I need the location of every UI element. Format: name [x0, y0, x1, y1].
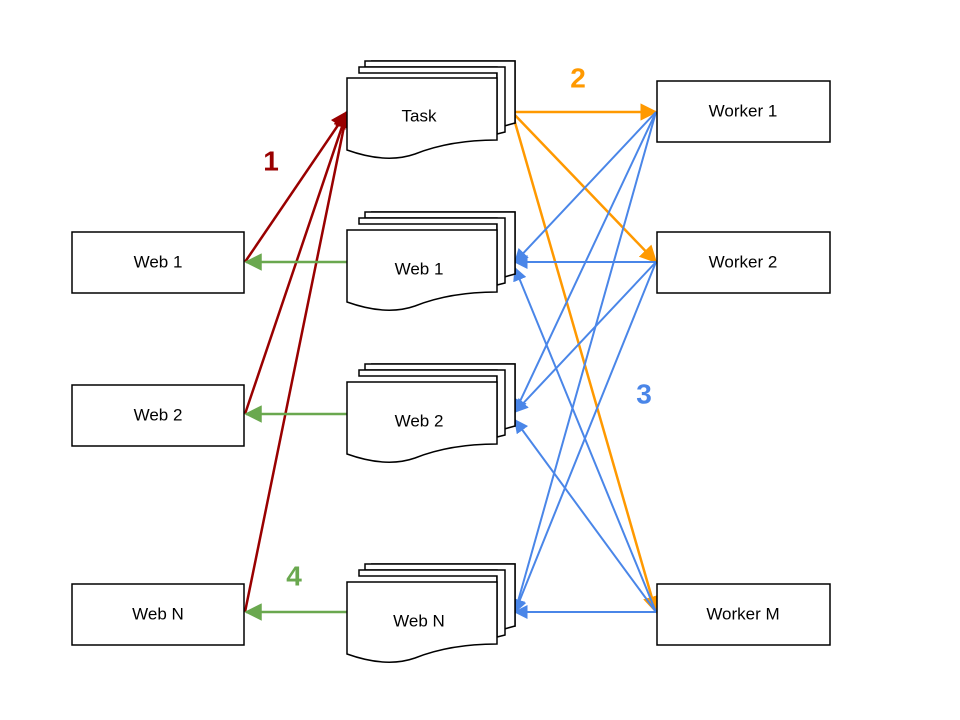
- queue-webn[interactable]: Web N: [346, 563, 516, 663]
- step-label-3: 3: [636, 378, 652, 409]
- queue-label: Web N: [393, 611, 445, 630]
- arrow-worker1-to-webnq: [511, 111, 657, 614]
- worker-1[interactable]: Worker 1: [656, 80, 831, 143]
- queue-web2[interactable]: Web 2: [346, 363, 516, 463]
- arrow-web1-to-task: [243, 110, 349, 263]
- queue-web1[interactable]: Web 1: [346, 211, 516, 311]
- arrow-worker1-to-web1q: [514, 111, 657, 264]
- web-server-webn[interactable]: Web N: [71, 583, 245, 646]
- queue-label: Web 1: [395, 259, 444, 278]
- worker-label: Worker 2: [709, 252, 778, 271]
- step-label-1: 1: [263, 145, 279, 176]
- step-label-4: 4: [286, 560, 302, 591]
- queue-task[interactable]: Task: [346, 60, 516, 159]
- web-server-web2[interactable]: Web 2: [71, 384, 245, 447]
- arrow-workerm-to-web2q: [514, 418, 657, 613]
- web-server-label: Web N: [132, 604, 184, 623]
- arrow-task-to-workerm: [510, 111, 661, 614]
- step-label-2: 2: [570, 62, 586, 93]
- web-server-web1[interactable]: Web 1: [71, 231, 245, 294]
- arrow-task-to-worker2: [511, 111, 658, 264]
- arrow-worker2-to-web2q: [514, 261, 657, 414]
- web-server-label: Web 2: [134, 405, 183, 424]
- arrow-webn-to-task: [243, 110, 353, 613]
- arrows-layer: [243, 103, 661, 621]
- arrow-workerm-to-web1q: [513, 266, 657, 613]
- worker-2[interactable]: Worker 2: [656, 231, 831, 294]
- worker-label: Worker 1: [709, 101, 778, 120]
- worker-m[interactable]: Worker M: [656, 583, 831, 646]
- worker-label: Worker M: [706, 604, 779, 623]
- queue-label: Task: [402, 106, 437, 125]
- arrow-worker2-to-webnq: [513, 261, 657, 614]
- web-server-label: Web 1: [134, 252, 183, 271]
- queue-label: Web 2: [395, 411, 444, 430]
